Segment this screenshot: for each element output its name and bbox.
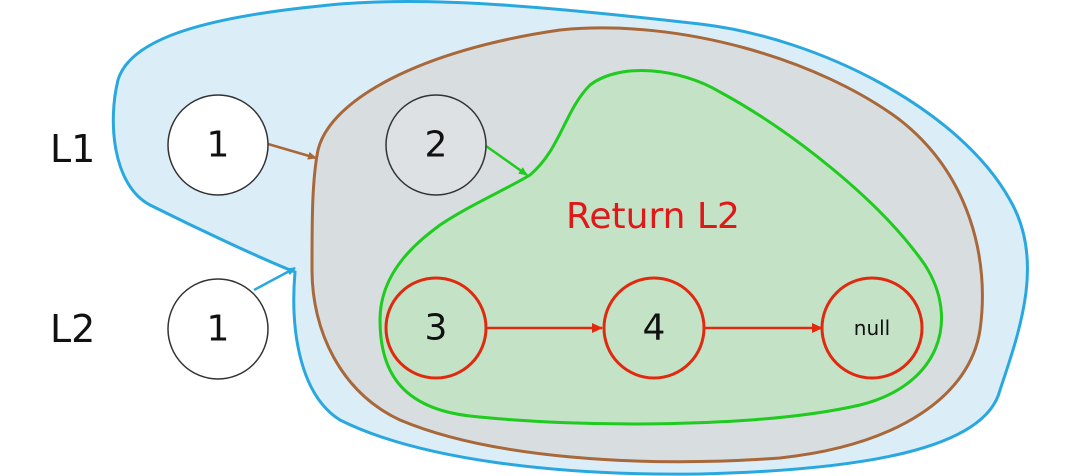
node-null-value: null: [854, 316, 890, 340]
l2-node-1-value: 1: [207, 309, 230, 350]
l1-node1-to-region-arrow: [267, 142, 317, 160]
l1-node-2: 2: [385, 94, 487, 196]
l2-node1-to-region-arrow: [253, 266, 296, 292]
l2-node-1: 1: [167, 278, 269, 380]
l1-node2-to-region-arrow: [485, 144, 528, 177]
green-region: [378, 69, 943, 426]
node-4: 4: [602, 276, 706, 380]
node-4-value: 4: [643, 308, 666, 349]
label-l2: L2: [50, 307, 95, 351]
l1-node-1-value: 1: [207, 125, 230, 166]
l1-node-2-value: 2: [425, 125, 448, 166]
return-l2-text: Return L2: [566, 196, 740, 237]
node-3: 3: [384, 276, 488, 380]
label-l1: L1: [50, 127, 95, 171]
node-3-value: 3: [425, 308, 448, 349]
node-null: null: [820, 276, 924, 380]
l1-node-1: 1: [167, 94, 269, 196]
